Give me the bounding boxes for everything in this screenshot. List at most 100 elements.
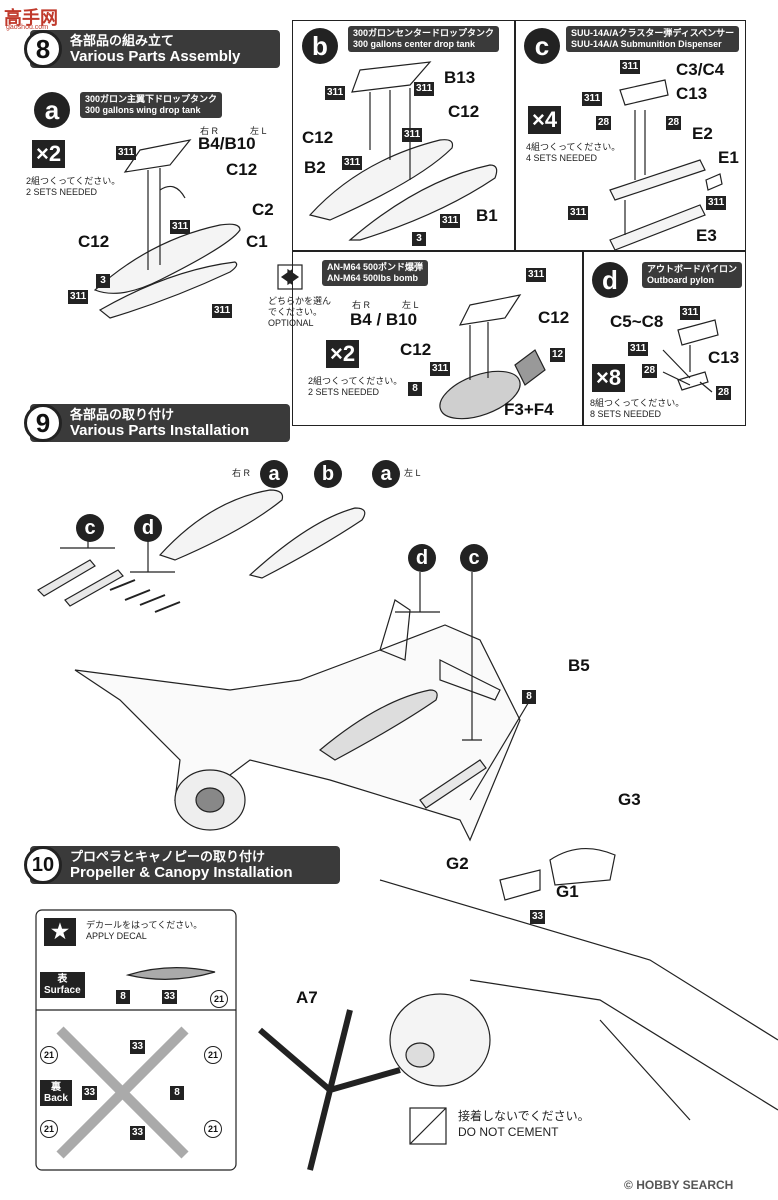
bomb-optional: どちらかを選んでください。 OPTIONAL (268, 296, 332, 329)
step10-title-en: Propeller & Canopy Installation (70, 864, 293, 881)
step9-number: 9 (24, 404, 62, 442)
step10-number: 10 (24, 846, 62, 884)
sub-b-num-1: 311 (325, 86, 346, 100)
sub-c-num-6: 311 (568, 206, 589, 220)
sub-d-title-jp: アウトボードパイロン (647, 264, 738, 274)
sub-a-right: 右 R (200, 126, 219, 136)
step8-panel-c (514, 20, 746, 252)
back-label-jp: 裏 (50, 1082, 61, 1093)
step9-a1-side: 右 R (232, 468, 251, 478)
step10-num-33: 33 (530, 910, 546, 924)
bomb-part-f3f4: F3+F4 (504, 400, 554, 419)
do-not-cement-jp: 接着しないでください。 (458, 1109, 590, 1123)
sub-a-note-en: 2 SETS NEEDED (26, 187, 98, 197)
step10-banner: 10 プロペラとキャノピーの取り付け Propeller & Canopy In… (24, 846, 340, 884)
sub-c-multiplier: ×4 (528, 106, 562, 134)
step8-title-en: Various Parts Assembly (70, 48, 241, 65)
sub-c-part-e3: E3 (696, 226, 717, 245)
back-num-21d: 21 (204, 1120, 222, 1138)
sub-c-badge: c (524, 28, 560, 64)
step10-title-jp: プロペラとキャノピーの取り付け (70, 849, 266, 864)
sub-a-title: 300ガロン主翼下ドロップタンク 300 gallons wing drop t… (80, 92, 223, 118)
sub-c-part-e1: E1 (718, 148, 739, 167)
step9-b: b (314, 460, 342, 488)
step9-c2: c (460, 544, 488, 572)
sub-b-part-c12b: C12 (302, 128, 334, 147)
sub-a-multiplier: ×2 (32, 140, 66, 168)
sub-b-title-jp: 300ガロンセンタードロップタンク (353, 28, 495, 38)
step9-d1: d (134, 514, 162, 542)
copyright-mark: © (624, 1178, 633, 1192)
decal-note: デカールをはってください。 APPLY DECAL (86, 920, 202, 942)
sub-c-note-jp: 4組つくってください。 (526, 142, 621, 152)
sub-c-note-en: 4 SETS NEEDED (526, 153, 598, 163)
back-num-33c: 33 (130, 1126, 146, 1140)
decal-note-jp: デカールをはってください。 (86, 920, 203, 930)
sub-d-num-4: 28 (716, 386, 732, 400)
sub-b-num-2: 311 (414, 82, 435, 96)
decal-note-en: APPLY DECAL (86, 931, 147, 941)
sub-d-part-c13: C13 (708, 348, 740, 367)
sub-d-title-en: Outboard pylon (647, 275, 714, 285)
sub-c-title-en: SUU-14A/A Submunition Dispenser (571, 39, 722, 49)
sub-c-num-5: 311 (706, 196, 727, 210)
bomb-right: 右 R (352, 300, 371, 310)
sub-c-title-jp: SUU-14A/Aクラスター弾ディスペンサー (571, 28, 735, 38)
surface-label-jp: 表 (57, 974, 68, 985)
bomb-title-en: AN-M64 500lbs bomb (327, 273, 419, 283)
step9-banner: 9 各部品の取り付け Various Parts Installation (24, 404, 290, 442)
bomb-part-c12a: C12 (538, 308, 570, 327)
step9-num-8: 8 (522, 690, 536, 704)
part-g2: G2 (446, 854, 469, 873)
bomb-note-jp: 2組つくってください。 (308, 376, 403, 386)
back-num-33b: 33 (82, 1086, 98, 1100)
sub-a-part-c2: C2 (252, 200, 274, 219)
sub-a-badge: a (34, 92, 70, 128)
logo-sub: gaoshou.com (6, 24, 49, 31)
step8-panel-bomb (292, 250, 584, 426)
sub-a-title-jp: 300ガロン主翼下ドロップタンク (85, 94, 218, 104)
sub-c-num-3: 28 (596, 116, 612, 130)
logo-text: 高手网 (4, 8, 58, 28)
sub-c-part-e2: E2 (692, 124, 713, 143)
sub-d-part-c5c8: C5~C8 (610, 312, 664, 331)
back-label: 裏 Back (40, 1080, 72, 1106)
sub-a-title-en: 300 gallons wing drop tank (85, 105, 201, 115)
sub-b-num-5: 311 (440, 214, 461, 228)
bomb-note: 2組つくってください。 2 SETS NEEDED (308, 376, 402, 398)
star-icon: ★ (44, 918, 76, 946)
sub-b-num-3: 311 (402, 128, 423, 142)
back-num-8: 8 (170, 1086, 184, 1100)
bomb-optional-en: OPTIONAL (268, 318, 314, 328)
bomb-part-c12b: C12 (400, 340, 432, 359)
part-g1: G1 (556, 882, 579, 901)
sub-b-part-b1: B1 (476, 206, 498, 225)
surface-label-en: Surface (44, 985, 81, 996)
sub-b-title-en: 300 gallons center drop tank (353, 39, 476, 49)
bomb-num-3: 12 (550, 348, 566, 362)
sub-d-title: アウトボードパイロン Outboard pylon (642, 262, 743, 288)
bomb-num-4: 8 (408, 382, 422, 396)
step8-panel-d (582, 250, 746, 426)
step8-banner: 8 各部品の組み立て Various Parts Assembly (24, 30, 280, 68)
sub-a-left: 左 L (250, 126, 267, 136)
surface-label: 表 Surface (40, 972, 85, 998)
sub-b-badge: b (302, 28, 338, 64)
bomb-multiplier: ×2 (326, 340, 360, 368)
step8-title-jp: 各部品の組み立て (70, 33, 175, 48)
part-g3: G3 (618, 790, 641, 809)
step9-a2-side: 左 L (404, 468, 421, 478)
bomb-num-1: 311 (526, 268, 547, 282)
surface-num-8: 8 (116, 990, 130, 1004)
sub-a-num-2: 311 (170, 220, 191, 234)
sub-a-part-b4b10: B4/B10 (198, 134, 256, 153)
do-not-cement-en: DO NOT CEMENT (458, 1125, 559, 1139)
back-num-21a: 21 (40, 1046, 58, 1064)
sub-d-note-en: 8 SETS NEEDED (590, 409, 662, 419)
sub-b-part-b2: B2 (304, 158, 326, 177)
sub-a-note-jp: 2組つくってください。 (26, 176, 121, 186)
sub-a-note: 2組つくってください。 2 SETS NEEDED (26, 176, 120, 198)
sub-d-num-2: 311 (628, 342, 649, 356)
back-num-21b: 21 (204, 1046, 222, 1064)
